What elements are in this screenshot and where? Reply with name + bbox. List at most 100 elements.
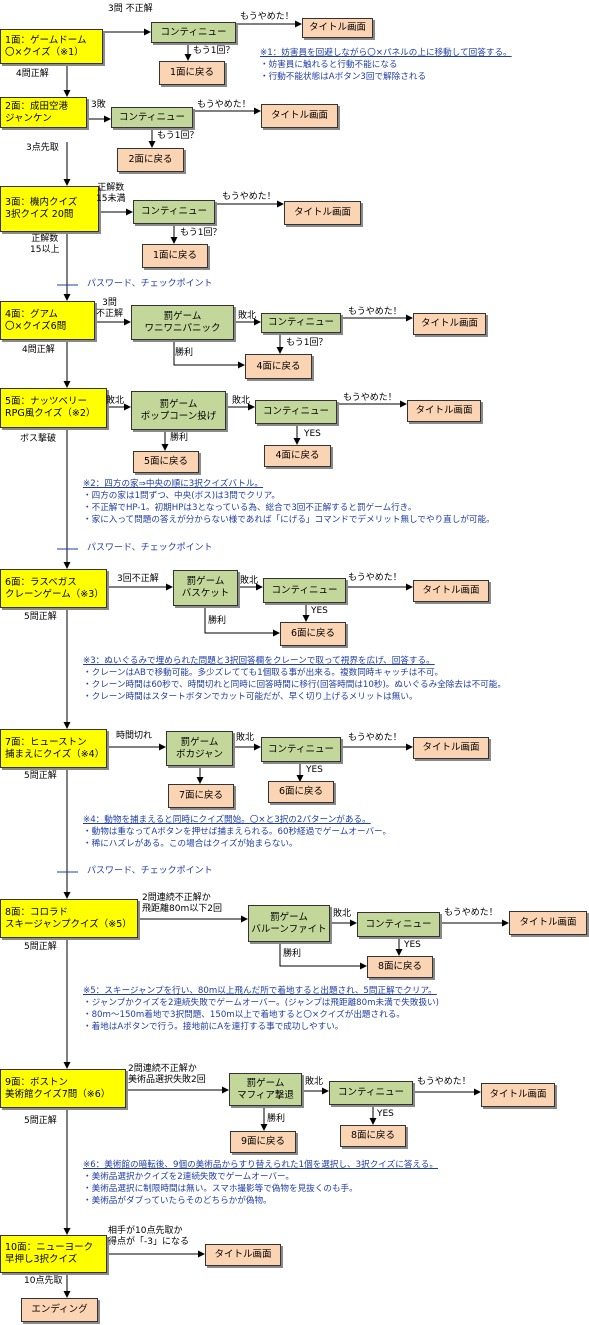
- stage-9-clear-label: 5問正解: [24, 1116, 57, 1126]
- punishment-label-5: 罰ゲーム バルーンファイト: [251, 911, 327, 935]
- note-2-line: ・四方の家は1問ずつ、中央(ボス)は3問でクリア。: [83, 491, 280, 501]
- punishment-box-4: 罰ゲーム ボカジャン: [166, 731, 233, 766]
- note-4-line: ・稀にハズレがある。この場合はクイズが始まらない。: [83, 839, 298, 849]
- back-label: 4面に戻る: [275, 450, 320, 461]
- punishment-box-2: 罰ゲーム ポップコーン投げ: [131, 391, 226, 430]
- back-label: 2面に戻る: [128, 154, 173, 165]
- stage-2-fail-label: 3敗: [91, 100, 106, 110]
- back-label: 1面に戻る: [169, 67, 215, 78]
- stage-10-clear-label: 10点先取: [24, 1276, 63, 1286]
- punishment-box-6: 罰ゲーム マフィア撃退: [229, 1073, 302, 1106]
- continue-box-6: コンティニュー: [263, 578, 346, 603]
- title-screen-label: タイトル画面: [422, 585, 480, 596]
- defeat-label-9: 敗北: [305, 1077, 324, 1087]
- note-1-line: ・行動不能状態はAボタン3回で解除される: [260, 72, 427, 82]
- note-5: ※5：スキージャンプを行い、80m以上飛んだ所で着地すると出題され、5問正解でク…: [83, 985, 439, 1033]
- back-box-12: 8面に戻る: [340, 1125, 406, 1147]
- note-3-line: ・クレーンはABで移動可能。多少ズレてても1個取る事が出来る。複数同時キャッチは…: [83, 668, 444, 678]
- defeat-label-8: 敗北: [333, 909, 352, 919]
- note-5-heading: ※5：スキージャンプを行い、80m以上飛んだ所で着地すると出題され、5問正解でク…: [83, 986, 437, 996]
- title-screen-box-10: タイトル画面: [205, 1244, 281, 1266]
- defeat-label-4: 敗北: [238, 311, 257, 321]
- stage-4-fail-label: 3問 不正解: [96, 298, 124, 319]
- stage-9-fail-label: 2問連続不正解か 美術品選択失敗2回: [128, 1064, 206, 1085]
- one-more-label-2: もう1回？: [157, 131, 199, 141]
- stage-3-clear-label: 正解数 15以上: [30, 234, 60, 255]
- continue-box-2: コンティニュー: [111, 107, 193, 128]
- win-label-9: 勝利: [267, 1114, 286, 1124]
- note-5-line: ・着地はAボタンで行う。接地前にAを連打する事で成功しやすい。: [83, 1022, 344, 1032]
- note-6: ※6：美術館の暗転後、9個の美術品からすり替えられた1個を選択し、3択クイズに答…: [83, 1159, 438, 1207]
- note-1: ※1：妨害員を回避しながら〇×パネルの上に移動して回答する。 ・妨害員に触れると…: [260, 47, 512, 83]
- continue-label: コンティニュー: [338, 1087, 404, 1098]
- note-5-line: ・80m〜150m着地で3択問題、150m以上で着地すると〇×クイズが出題される…: [83, 1010, 405, 1020]
- note-3-line: ・クレーン時間は60秒で、時間切れと同時に回答時間に移行(回答時間は10秒)。ぬ…: [83, 680, 506, 690]
- continue-label: コンティニュー: [119, 111, 185, 123]
- punishment-label-6: 罰ゲーム マフィア撃退: [237, 1077, 294, 1101]
- note-4: ※4：動物を捕まえると同時にクイズ開始。〇×と3択の2パターンがある。 ・動物は…: [83, 814, 391, 850]
- give-up-label-8: もうやめた！: [444, 908, 498, 918]
- title-screen-box-2: タイトル画面: [261, 104, 338, 128]
- punishment-label-4: 罰ゲーム ボカジャン: [175, 736, 224, 760]
- title-screen-label: タイトル画面: [420, 318, 478, 329]
- note-1-heading: ※1：妨害員を回避しながら〇×パネルの上に移動して回答する。: [260, 48, 512, 58]
- punishment-box-1: 罰ゲーム ワニワニパニック: [131, 305, 234, 340]
- stage-8-box: 8面：コロラド スキージャンプクイズ（※5）: [0, 899, 138, 938]
- note-2-heading: ※2：四方の家⇒中央の順に3択クイズバトル。: [83, 479, 264, 489]
- stage-1-label: 1面：ゲームドーム 〇×クイズ（※1）: [5, 34, 87, 58]
- defeat-label-7: 敗北: [236, 733, 255, 743]
- note-2-line: ・不正解でHP-1。初期HPは3となっている為、総合で3回不正解すると罰ゲーム行…: [83, 503, 417, 513]
- back-box-10: 8面に戻る: [367, 956, 433, 978]
- note-2-line: ・家に入って問題の答えが分からない様であれば「にげる」コマンドでデメリット無しで…: [83, 515, 495, 525]
- title-screen-box-5: タイトル画面: [407, 400, 481, 422]
- one-more-label-4: もう1回？: [286, 338, 328, 348]
- note-6-line: ・美術品選択かクイズを2連続失敗でゲームオーバー。: [83, 1172, 295, 1182]
- stage-6-label: 6面：ラスベガス クレーンゲーム（※3）: [5, 576, 104, 600]
- stage-3-label: 3面：機内クイズ 3択クイズ 20問: [5, 197, 78, 220]
- continue-box-5: コンティニュー: [255, 400, 337, 424]
- ending-box: エンディング: [21, 1298, 98, 1322]
- note-3-line: ・クレーン時間はスタートボタンでカット可能だが、早く切り上げるメリットは無い。: [83, 692, 418, 702]
- stage-1-box: 1面：ゲームドーム 〇×クイズ（※1）: [0, 29, 103, 64]
- back-box-5: 5面に戻る: [133, 451, 199, 473]
- continue-box-7: コンティニュー: [261, 737, 341, 762]
- stage-10-box: 10面：ニューヨーク 早押し3択クイズ: [0, 1235, 107, 1273]
- stage-3-fail-label: 正解数 15未満: [96, 183, 126, 204]
- stage-8-fail-label: 2問連続不正解か 飛距離80m以下2回: [142, 893, 222, 914]
- note-4-line: ・動物は重なってAボタンを押せば捕まえられる。60秒経過でゲームオーバー。: [83, 827, 392, 837]
- stage-6-clear-label: 5問正解: [24, 612, 57, 622]
- stage-7-label: 7面：ヒューストン 捕まえにクイズ（※4）: [5, 736, 105, 760]
- win-label-8: 勝利: [283, 949, 302, 959]
- give-up-label-5: もうやめた！: [343, 393, 397, 403]
- win-label-4: 勝利: [175, 348, 194, 358]
- punishment-label-3: 罰ゲーム バスケット: [181, 576, 230, 599]
- give-up-label-4: もうやめた！: [348, 307, 402, 317]
- continue-box-4: コンティニュー: [261, 313, 341, 333]
- back-label: 1面に戻る: [152, 250, 198, 261]
- stage-1-fail-label: 3問 不正解: [108, 4, 153, 14]
- stage-2-box: 2面：成田空港 ジャンケン: [0, 97, 87, 128]
- password-label-2: パスワード、チェックポイント: [87, 543, 213, 553]
- continue-label: コンティニュー: [160, 26, 227, 38]
- back-label: 6面に戻る: [290, 628, 336, 639]
- note-6-heading: ※6：美術館の暗転後、9個の美術品からすり替えられた1個を選択し、3択クイズに答…: [83, 1160, 438, 1170]
- stage-6-fail-label: 3回不正解: [117, 574, 159, 584]
- back-label: 8面に戻る: [350, 1130, 396, 1141]
- punishment-label-1: 罰ゲーム ワニワニパニック: [144, 310, 221, 334]
- back-box-2: 2面に戻る: [117, 148, 184, 172]
- punishment-box-3: 罰ゲーム バスケット: [173, 570, 238, 606]
- stage-5-label: 5面：ナッツベリー RPG風クイズ（※2）: [5, 396, 96, 419]
- title-screen-label: タイトル画面: [422, 742, 480, 753]
- stage-7-box: 7面：ヒューストン 捕まえにクイズ（※4）: [0, 729, 107, 768]
- back-box-11: 9面に戻る: [230, 1131, 296, 1153]
- title-screen-label: タイトル画面: [293, 207, 351, 218]
- stage-10-fail-label: 相手が10点先取か 得点が「-3」になる: [108, 1226, 189, 1247]
- stage-9-label: 9面：ボストン 美術館クイズ7問（※6）: [5, 1076, 111, 1100]
- stage-5-clear-label: ボス撃破: [20, 434, 57, 444]
- give-up-label-9: もうやめた！: [417, 1077, 471, 1087]
- stage-7-fail-label: 時間切れ: [116, 731, 153, 741]
- yes-label-6: YES: [311, 606, 328, 616]
- title-screen-box-6: タイトル画面: [413, 580, 489, 602]
- stage-6-box: 6面：ラスベガス クレーンゲーム（※3）: [0, 569, 107, 608]
- defeat-label-6: 敗北: [240, 576, 259, 586]
